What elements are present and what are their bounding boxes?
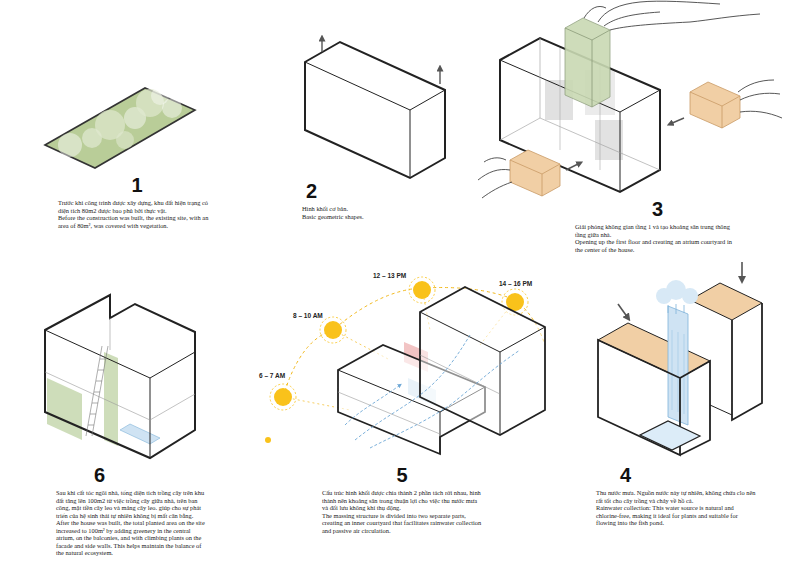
step-description: Trước khi công trình được xây dựng, khu … <box>58 199 216 214</box>
panel-caption: 4Thu nước mưa. Nguồn nước này tự nhiên, … <box>596 464 758 527</box>
sun-path-part <box>274 388 292 406</box>
moved-block-left-part <box>510 150 560 196</box>
basic-volume-part <box>410 110 411 178</box>
panel-caption: 3Giải phóng không gian tầng 1 và tạo kho… <box>575 198 740 253</box>
step-number: 1 <box>58 174 216 196</box>
step-description: Basic geometric shapes. <box>302 213 437 221</box>
rain-house-part <box>640 421 700 450</box>
panel-caption: 2Hình khối cơ bản.Basic geometric shapes… <box>302 180 437 220</box>
split-massing-part <box>345 335 520 448</box>
sun-path-part <box>413 281 431 299</box>
lifted-block <box>565 18 610 107</box>
hand-sketch-part <box>584 6 606 18</box>
green-house-part <box>104 352 118 446</box>
step-description: Opening up the first floor and creating … <box>575 238 740 253</box>
step-description: Cấu trúc hình khối được chia thành 2 phầ… <box>322 489 482 512</box>
panel-caption: 6Sau khi cất tóc ngôi nhà, tổng diện tíc… <box>56 464 208 557</box>
moved-block-right-part <box>690 92 740 106</box>
moved-block-right-part <box>722 106 723 128</box>
moved-block-left-part <box>566 163 580 170</box>
rain-house-part <box>710 405 732 415</box>
moved-block-left-part <box>542 174 543 196</box>
step-description: Thu nước mưa. Nguồn nước này tự nhiên, k… <box>596 489 758 504</box>
basic-volume-part <box>439 68 440 84</box>
step-description: Before the construction was built, the e… <box>58 214 216 229</box>
site-slab-part <box>151 87 169 105</box>
rain-house-part <box>668 304 684 314</box>
moved-block-right-part <box>738 80 782 118</box>
step-description: Hình khối cơ bản. <box>302 205 437 213</box>
site-slab-part <box>58 133 82 157</box>
rain-house-part <box>690 283 762 320</box>
atrium-volume-part <box>595 120 623 160</box>
time-label: 6 – 7 AM <box>258 372 286 379</box>
split-massing-part <box>420 312 545 352</box>
green-house-part <box>45 295 195 458</box>
basic-volume-part <box>305 62 445 110</box>
moved-block-left-part <box>510 160 560 174</box>
green-house-part <box>45 372 150 420</box>
green-house-part <box>110 318 111 350</box>
rain-house-part <box>618 304 628 318</box>
lifted-block-part <box>565 18 610 107</box>
split-massing-part <box>440 412 441 454</box>
lifted-block-part <box>565 28 610 40</box>
step-description: Giải phóng không gian tầng 1 và tạo khoả… <box>575 223 740 238</box>
split-massing-part <box>420 355 500 394</box>
moved-block-right-part <box>670 118 684 124</box>
step-description: Rainwater collection: This water source … <box>596 504 758 527</box>
site-slab-part <box>116 131 134 149</box>
step-description: Sau khi cất tóc ngôi nhà, tổng diện tích… <box>56 489 208 519</box>
step-number: 4 <box>596 464 758 486</box>
green-house-part <box>150 394 195 420</box>
rain-house <box>598 262 762 455</box>
step-number: 5 <box>322 464 482 486</box>
step-description: After the house was built, the total pla… <box>56 519 208 557</box>
rain-house-part <box>732 303 762 420</box>
split-massing-part <box>420 287 545 435</box>
basic-volume <box>305 38 445 178</box>
time-label: 12 – 13 PM <box>372 272 407 279</box>
atrium-volume-part <box>560 48 561 150</box>
sun-path-part <box>324 321 342 339</box>
time-label: 14 – 16 PM <box>498 280 533 287</box>
sun-path-part <box>320 317 346 343</box>
step-number: 6 <box>56 464 208 486</box>
moved-block-right-part <box>690 82 740 128</box>
rain-house-part <box>668 306 688 425</box>
rain-house-part <box>682 288 698 304</box>
atrium-volume-part <box>500 118 540 140</box>
hand-sketch-part <box>598 1 760 30</box>
green-house <box>45 295 195 458</box>
green-house-part <box>86 346 108 436</box>
time-label: 8 – 10 AM <box>292 312 324 319</box>
green-house-part <box>150 378 151 458</box>
rain-house-part <box>672 330 684 414</box>
green-house-part <box>120 424 160 444</box>
atrium-volume-part <box>620 112 621 192</box>
step-description: The massing structure is divided into tw… <box>322 512 482 535</box>
split-massing <box>338 287 545 454</box>
moved-block-left <box>478 150 580 198</box>
green-house-part <box>47 378 82 440</box>
basic-volume-part <box>305 42 445 178</box>
sun-path-part <box>265 437 271 443</box>
moved-block-left-part <box>478 158 512 198</box>
lifted-block-part <box>592 40 593 107</box>
step-number: 2 <box>302 180 437 202</box>
site-slab-part <box>45 88 195 168</box>
split-massing-part <box>338 392 440 434</box>
sun-path-part <box>270 384 296 410</box>
site-slab <box>45 87 195 168</box>
basic-volume-part <box>321 38 322 52</box>
rain-house-part <box>741 262 743 280</box>
panel-caption: 5Cấu trúc hình khối được chia thành 2 ph… <box>322 464 482 534</box>
panel-caption: 1Trước khi công trình được xây dựng, khu… <box>58 174 216 229</box>
green-house-part <box>45 330 195 378</box>
step-number: 3 <box>575 198 740 220</box>
hand-sketch <box>584 1 760 30</box>
moved-block-right <box>670 80 782 128</box>
sun-path-part <box>409 277 435 303</box>
